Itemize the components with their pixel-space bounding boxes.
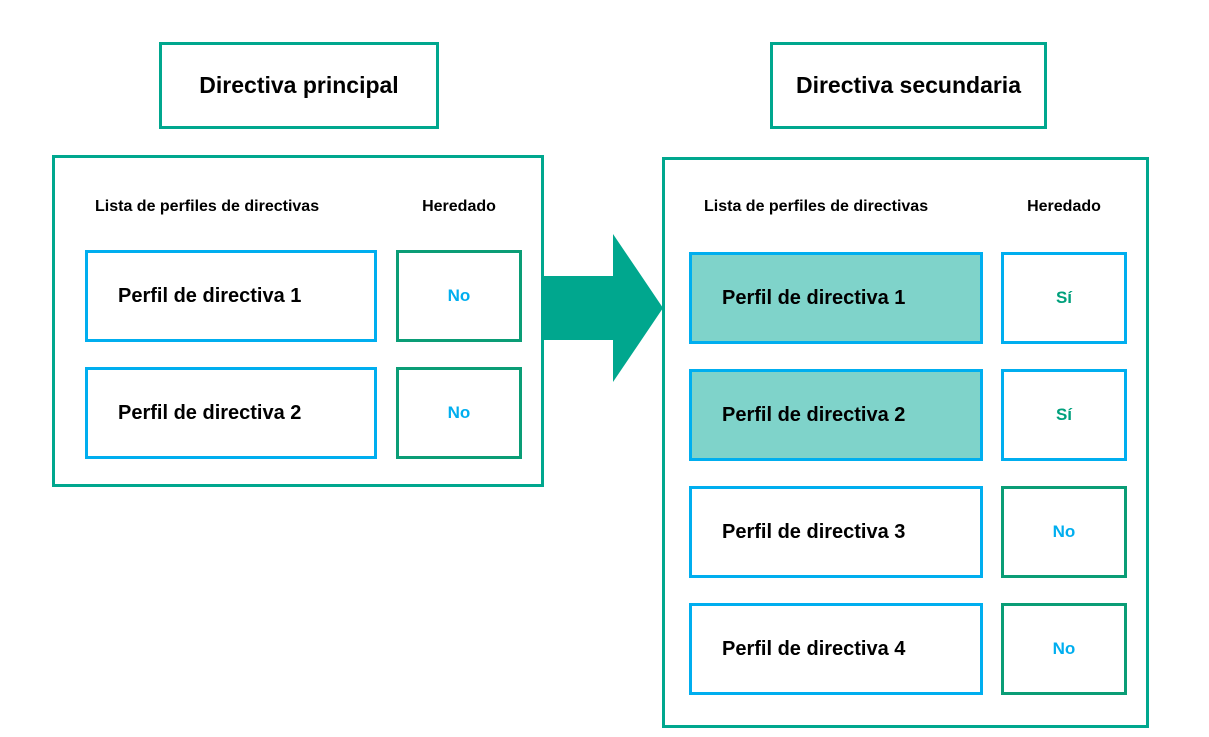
primary-profile-label-2: Perfil de directiva 2 bbox=[118, 401, 302, 424]
secondary-profile-box-2[interactable]: Perfil de directiva 2 bbox=[689, 369, 983, 461]
secondary-inherited-value-3: No bbox=[1052, 522, 1076, 541]
primary-inherited-box-2[interactable]: No bbox=[396, 367, 522, 459]
primary-inherited-box-1[interactable]: No bbox=[396, 250, 522, 342]
secondary-inherited-box-1[interactable]: Sí bbox=[1001, 252, 1127, 344]
secondary-policy-title-text: Directiva secundaria bbox=[795, 72, 1021, 98]
primary-profile-label-1: Perfil de directiva 1 bbox=[118, 284, 302, 307]
secondary-policy-title-card: Directiva secundaria bbox=[770, 42, 1047, 129]
primary-inherited-value-2: No bbox=[447, 403, 471, 422]
secondary-inherited-column-header: Heredado bbox=[1027, 198, 1101, 215]
primary-policy-title-card: Directiva principal bbox=[159, 42, 439, 129]
secondary-profile-box-1[interactable]: Perfil de directiva 1 bbox=[689, 252, 983, 344]
secondary-profile-label-4: Perfil de directiva 4 bbox=[722, 637, 906, 660]
secondary-profile-box-3[interactable]: Perfil de directiva 3 bbox=[689, 486, 983, 578]
primary-profile-box-2[interactable]: Perfil de directiva 2 bbox=[85, 367, 377, 459]
secondary-profiles-column-header: Lista de perfiles de directivas bbox=[704, 198, 929, 215]
secondary-inherited-box-3[interactable]: No bbox=[1001, 486, 1127, 578]
secondary-profile-label-3: Perfil de directiva 3 bbox=[722, 520, 906, 543]
secondary-profile-box-4[interactable]: Perfil de directiva 4 bbox=[689, 603, 983, 695]
secondary-inherited-box-4[interactable]: No bbox=[1001, 603, 1127, 695]
secondary-policy-panel: Lista de perfiles de directivas Heredado… bbox=[662, 157, 1149, 728]
secondary-inherited-value-2: Sí bbox=[1055, 405, 1073, 424]
secondary-inherited-box-2[interactable]: Sí bbox=[1001, 369, 1127, 461]
secondary-inherited-value-1: Sí bbox=[1055, 288, 1073, 307]
primary-inherited-value-1: No bbox=[447, 286, 471, 305]
primary-profile-box-1[interactable]: Perfil de directiva 1 bbox=[85, 250, 377, 342]
inheritance-arrow bbox=[541, 234, 663, 382]
secondary-inherited-value-4: No bbox=[1052, 639, 1076, 658]
primary-policy-panel: Lista de perfiles de directivas Heredado… bbox=[52, 155, 544, 487]
primary-inherited-column-header: Heredado bbox=[422, 198, 496, 215]
primary-profiles-column-header: Lista de perfiles de directivas bbox=[95, 198, 320, 215]
secondary-profile-label-2: Perfil de directiva 2 bbox=[722, 403, 906, 426]
secondary-profile-label-1: Perfil de directiva 1 bbox=[722, 286, 906, 309]
right-arrow-icon bbox=[541, 234, 663, 382]
primary-policy-title-text: Directiva principal bbox=[199, 72, 399, 98]
